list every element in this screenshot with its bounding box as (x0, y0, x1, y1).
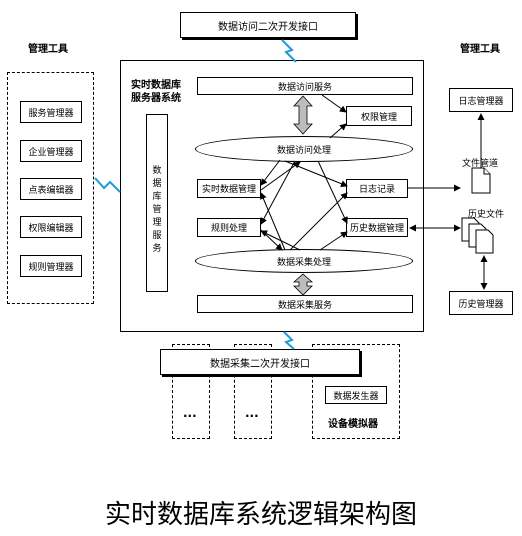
history-data-mgmt-box: 历史数据管理 (346, 218, 408, 237)
data-access-interface-box: 数据访问二次开发接口 (180, 12, 356, 38)
collector-dots-2: ... (245, 406, 259, 420)
rule-manager-label: 规则管理器 (28, 262, 74, 273)
history-manager-label: 历史管理器 (458, 299, 504, 310)
collect-interface-box: 数据采集二次开发接口 (160, 349, 360, 375)
enterprise-manager-box: 企业管理器 (20, 140, 82, 162)
permission-mgmt-box: 权限管理 (346, 106, 412, 126)
history-file-label: 历史文件 (468, 210, 505, 220)
point-table-editor-box: 点表编辑器 (20, 178, 82, 200)
collector-dashed-2 (234, 344, 272, 439)
log-manager-label: 日志管理器 (458, 96, 504, 107)
data-access-interface-label: 数据访问二次开发接口 (218, 21, 318, 33)
file-pipe-label: 文件管道 (462, 159, 499, 169)
permission-mgmt-label: 权限管理 (360, 112, 397, 123)
data-collect-service-box: 数据采集服务 (197, 295, 413, 313)
data-access-service-label: 数据访问服务 (277, 82, 332, 93)
left-tools-title: 管理工具 (28, 44, 68, 55)
history-file-icon (461, 217, 494, 254)
permission-editor-box: 权限编辑器 (20, 216, 82, 238)
data-collect-service-label: 数据采集服务 (277, 300, 332, 311)
file-pipe-icon (471, 167, 491, 194)
log-record-label: 日志记录 (358, 185, 395, 195)
data-generator-label: 数据发生器 (333, 391, 379, 402)
server-title-line1: 实时数据库 (131, 80, 181, 91)
history-manager-box: 历史管理器 (449, 291, 513, 315)
point-table-editor-label: 点表编辑器 (28, 185, 74, 196)
lightning-icon-top (281, 39, 297, 63)
collector-dots-1: ... (183, 406, 197, 420)
rule-processing-box: 规则处理 (197, 218, 261, 237)
data-collect-processing-ellipse: 数据采集处理 (195, 249, 413, 273)
permission-editor-label: 权限编辑器 (28, 223, 74, 234)
data-access-processing-ellipse: 数据访问处理 (195, 136, 413, 162)
service-manager-box: 服务管理器 (20, 101, 82, 123)
log-manager-box: 日志管理器 (449, 88, 513, 112)
collector-dashed-1 (172, 344, 210, 439)
collect-interface-label: 数据采集二次开发接口 (210, 358, 310, 370)
rule-processing-label: 规则处理 (210, 224, 247, 234)
rule-manager-box: 规则管理器 (20, 255, 82, 277)
diagram-caption: 实时数据库系统逻辑架构图 (104, 500, 417, 530)
db-mgmt-service-box: 数据库管理服务 (146, 114, 168, 292)
right-tools-title: 管理工具 (460, 44, 500, 55)
server-title-line2: 服务器系统 (131, 93, 181, 104)
device-simulator-panel (312, 344, 400, 439)
data-collect-processing-label: 数据采集处理 (276, 257, 331, 268)
enterprise-manager-label: 企业管理器 (28, 147, 74, 158)
service-manager-label: 服务管理器 (28, 108, 74, 119)
db-mgmt-service-label: 数据库管理服务 (152, 166, 162, 254)
device-simulator-label: 设备模拟器 (328, 419, 378, 430)
realtime-data-mgmt-label: 实时数据管理 (201, 185, 256, 195)
lightning-icon-left (94, 177, 121, 193)
lightning-icon-bottom (283, 331, 295, 350)
data-generator-box: 数据发生器 (325, 386, 387, 404)
data-access-processing-label: 数据访问处理 (276, 145, 331, 156)
realtime-data-mgmt-box: 实时数据管理 (197, 179, 261, 198)
server-system-frame (120, 60, 424, 332)
data-access-service-box: 数据访问服务 (197, 77, 413, 95)
left-tools-panel (7, 72, 94, 304)
history-data-mgmt-label: 历史数据管理 (349, 224, 404, 234)
log-record-box: 日志记录 (346, 179, 408, 198)
